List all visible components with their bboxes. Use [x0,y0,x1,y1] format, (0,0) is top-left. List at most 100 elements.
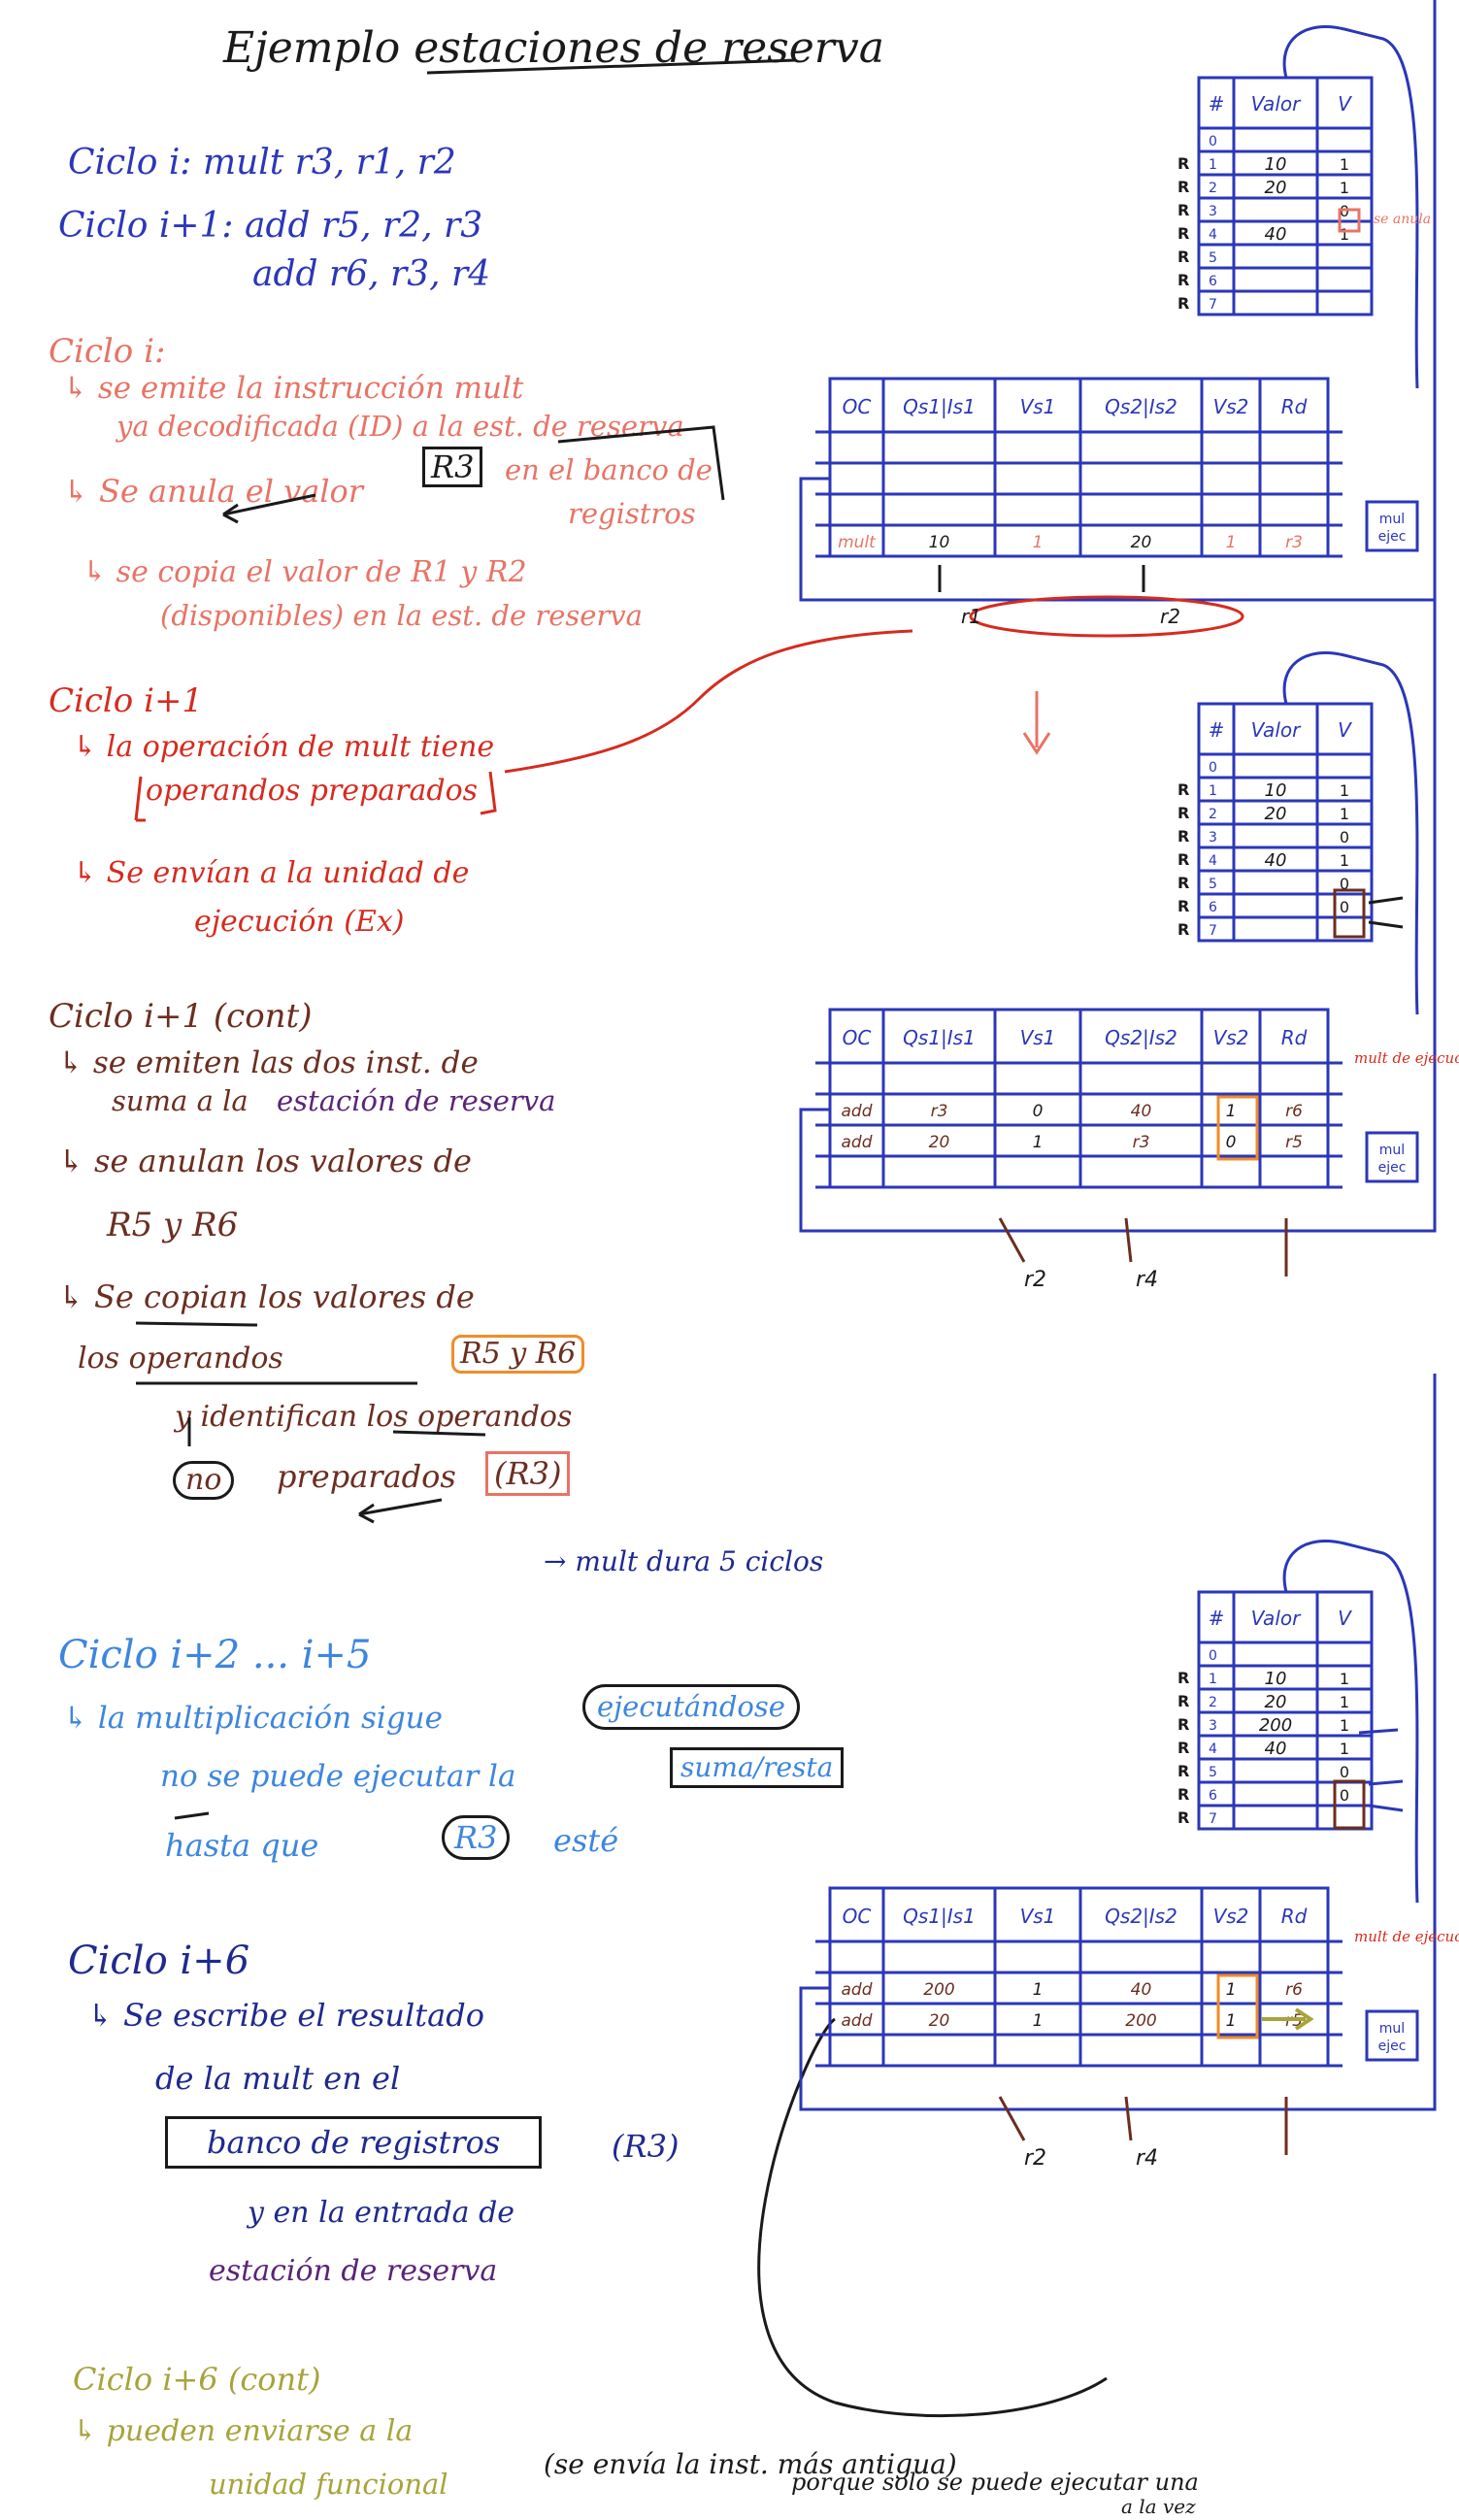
regfile-header-2-1: Valor [1251,718,1302,742]
rs1-oc: mult [838,533,877,552]
section-i1-b2b: ejecución (Ex) [194,905,405,939]
regfile-index: 0 [1209,134,1217,149]
rs-exec-unit-label2: ejec [1378,1160,1407,1176]
section-i1-b1a: ↳ la operación de mult tiene [73,730,495,764]
rs2-r1-vs2: 40 [1131,1102,1152,1121]
r3-oval: R3 [442,1815,511,1860]
instruction-2: Ciclo i+1: add r5, r2, r3 [58,206,483,246]
regfile-valid: 0 [1340,828,1349,846]
rs2-r1-v2: 1 [1226,1102,1237,1121]
section-i-b1a: ↳ se emite la instrucción mult [63,371,524,406]
regfile-index: 4 [1209,227,1217,243]
rs2-r1-v1: 0 [1033,1102,1044,1121]
section-i2-b1a: ↳ la multiplicación sigue [63,1701,443,1736]
regfile-valid: 1 [1340,179,1349,197]
rs3-lab2: r4 [1136,2146,1158,2171]
regfile-index: 1 [1209,1672,1217,1687]
section-i6-b1d: (R3) [612,2128,680,2165]
regfile-header-1-0: # [1209,92,1225,116]
rs2-r2-v2: 0 [1226,1133,1237,1152]
rs3-r1-v2: 1 [1226,1980,1237,2000]
regfile-index: 3 [1209,1718,1217,1734]
regfile-index: 0 [1209,1648,1217,1664]
rs1-v2: 1 [1226,533,1237,552]
regfile-flag: R [1177,850,1189,869]
rs2-lab1: r2 [1024,1268,1046,1292]
regfile-index: 3 [1209,830,1217,846]
rs2-r2-oc: add [842,1133,873,1152]
rs-loop-1 [799,0,1437,602]
regfile-flag: R [1177,920,1189,939]
section-i-b2c: registros [568,497,696,530]
section-i6-b1a: ↳ Se escribe el resultado [87,1997,484,2034]
rs-exec-unit-3 [1365,2009,1419,2062]
regfile-index: 2 [1209,807,1217,822]
rs-exec-unit-label: mul [1379,512,1405,527]
section-i6c-b1c: (se envía la inst. más antigua) [544,2448,957,2480]
regfile-header-2-2: V [1338,718,1352,742]
section-i1c-heading: Ciclo i+1 (cont) [49,997,313,1036]
regfile-value: 40 [1265,1739,1287,1759]
rs1-op2: r2 [1160,605,1180,628]
section-i6-b2b: estación de reserva [209,2254,498,2288]
regfile-loop-1 [1282,24,1419,389]
section-i1c-b2a: ↳ se anulan los valores de [58,1143,472,1179]
regfile-valid: 1 [1340,1693,1349,1711]
rs-header-2-3: Qs2|Is2 [1105,1026,1177,1049]
regfile-header-1-1: Valor [1251,92,1302,116]
rs-header-2-5: Rd [1281,1026,1308,1049]
regfile-flag: R [1177,827,1189,846]
section-i6c-b1b: unidad funcional [209,2468,448,2501]
rs1-v1: 1 [1033,533,1044,552]
section-i1c-b4b: preparados [277,1458,456,1495]
rs-header-3-3: Qs2|Is2 [1105,1905,1177,1928]
reg-r5r6-mark-3 [1333,1779,1366,1830]
rs-exec-unit-1 [1365,500,1419,552]
regfile-index: 7 [1209,923,1217,939]
rs3-send-arrow [1262,2007,1314,2031]
rs-header-1-4: Vs2 [1213,395,1249,418]
rs-exec-unit-2 [1365,1131,1419,1183]
regfile-flag: R [1177,1808,1189,1827]
section-i6-heading: Ciclo i+6 [68,1939,250,1983]
r3-pending-box: (R3) [485,1451,571,1496]
rs-header-1-3: Qs2|Is2 [1105,395,1177,418]
regfile-index: 6 [1209,900,1217,915]
regfile-valid: 1 [1340,1716,1349,1735]
regfile-index: 4 [1209,1741,1217,1757]
executing-oval: ejecutándose [582,1684,800,1730]
regfile-valid: 0 [1340,1763,1349,1781]
rs-exec-unit-label2: ejec [1378,529,1407,545]
reg-arrows-2 [1368,896,1404,929]
rs-header-2-4: Vs2 [1213,1026,1249,1049]
section-i6-b1b: de la mult en el [155,2060,401,2097]
rs-header-1-2: Vs1 [1020,395,1056,418]
rs3-r1-rd: r6 [1285,1980,1303,2000]
regfile-flag: R [1177,804,1189,822]
rs1-arrows [938,565,1145,592]
regfile-flag: R [1177,780,1189,799]
regfile-value: 20 [1265,1692,1287,1712]
reg-anulled-note: se anula [1374,212,1431,227]
rs-header-3-0: OC [843,1905,872,1928]
regfile-flag: R [1177,294,1189,313]
section-i6c-heading: Ciclo i+6 (cont) [73,2361,321,2398]
regfile-flag: R [1177,1669,1189,1687]
rs-header-3-2: Vs1 [1020,1905,1056,1928]
section-i6c-b1d: porque solo se puede ejecutar una [791,2469,1199,2496]
section-i1c-b4a: y identifican los operandos [175,1400,573,1434]
instruction-1: Ciclo i: mult r3, r1, r2 [68,143,456,182]
rs-header-3-5: Rd [1281,1905,1308,1928]
rs-header-3-4: Vs2 [1213,1905,1249,1928]
rs-exec-unit-label2: ejec [1378,2039,1407,2054]
rs3-r1-oc: add [842,1980,873,2000]
section-i2-b2a: no se puede ejecutar la [160,1759,516,1794]
regfile-flag: R [1177,1715,1189,1734]
section-i6c-b1e: a la vez [1121,2495,1196,2518]
rs2-r1-oc: add [842,1102,873,1121]
rs1-operand-oval [969,595,1244,638]
section-i1c-b1b: suma a la [112,1084,249,1117]
rs-header-1-0: OC [843,395,872,418]
